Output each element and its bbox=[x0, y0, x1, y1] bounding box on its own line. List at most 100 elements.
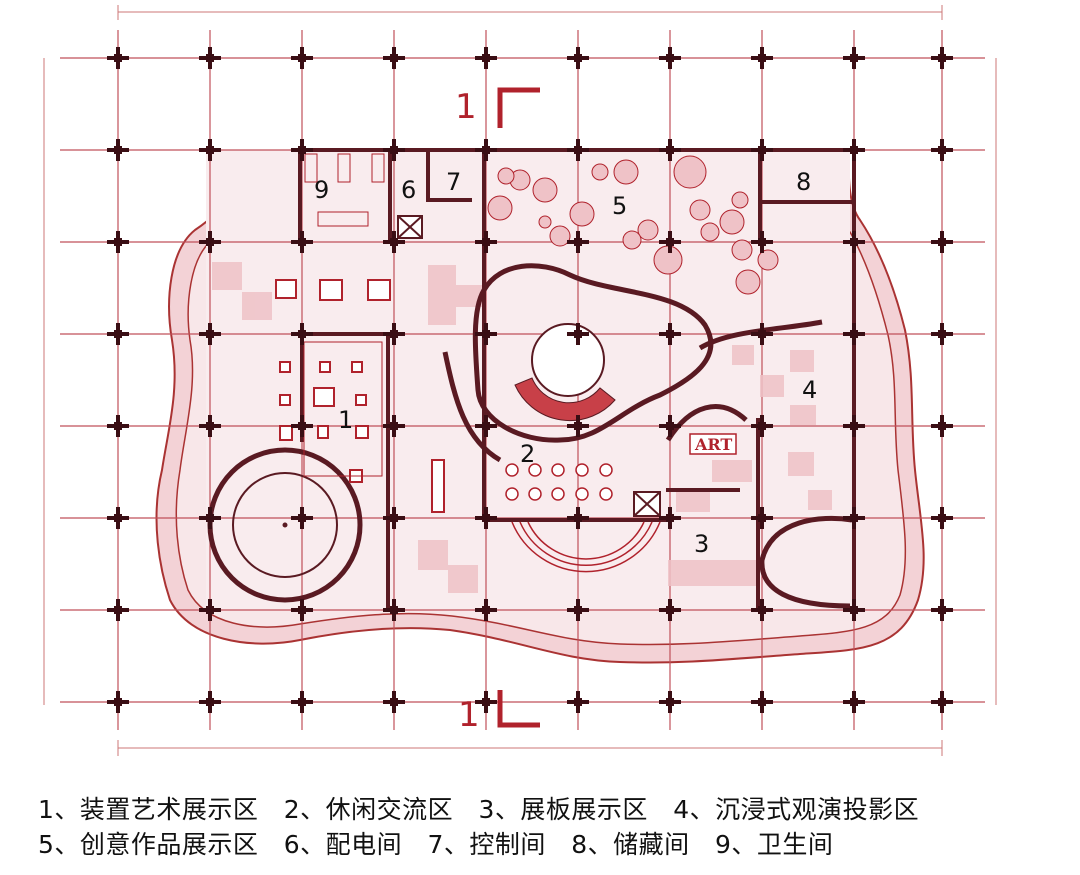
column-core bbox=[390, 330, 398, 338]
column-core bbox=[206, 422, 214, 430]
column-core bbox=[850, 514, 858, 522]
column-core bbox=[938, 698, 946, 706]
column-core bbox=[666, 422, 674, 430]
column-core bbox=[938, 606, 946, 614]
column-core bbox=[114, 698, 122, 706]
column-core bbox=[850, 238, 858, 246]
column-core bbox=[758, 238, 766, 246]
column-core bbox=[758, 54, 766, 62]
column-core bbox=[390, 238, 398, 246]
column-core bbox=[938, 54, 946, 62]
column-core bbox=[850, 698, 858, 706]
column-core bbox=[666, 238, 674, 246]
room-label-9: 9 bbox=[314, 176, 329, 204]
column-core bbox=[938, 238, 946, 246]
column-core bbox=[574, 422, 582, 430]
column-core bbox=[114, 238, 122, 246]
column-core bbox=[758, 422, 766, 430]
column-core bbox=[666, 698, 674, 706]
room-label-3: 3 bbox=[694, 530, 709, 558]
column-core bbox=[390, 698, 398, 706]
room-label-7: 7 bbox=[446, 168, 461, 196]
column-core bbox=[758, 606, 766, 614]
column-core bbox=[482, 606, 490, 614]
column-core bbox=[482, 514, 490, 522]
tree-planting bbox=[487, 155, 779, 295]
room-label-1: 1 bbox=[338, 406, 353, 434]
column-core bbox=[850, 54, 858, 62]
column-core bbox=[206, 238, 214, 246]
room-label-8: 8 bbox=[796, 168, 811, 196]
column-core bbox=[298, 698, 306, 706]
room-label-4: 4 bbox=[802, 376, 817, 404]
round-room-details bbox=[232, 323, 605, 578]
column-core bbox=[482, 146, 490, 154]
column-core bbox=[114, 146, 122, 154]
column-core bbox=[482, 422, 490, 430]
column-core bbox=[114, 54, 122, 62]
columns bbox=[107, 47, 953, 713]
column-core bbox=[390, 146, 398, 154]
room-labels: 1 2 3 4 5 6 7 8 9 bbox=[314, 168, 817, 558]
column-core bbox=[114, 514, 122, 522]
column-core bbox=[114, 330, 122, 338]
column-core bbox=[666, 606, 674, 614]
floor-plan: ART 1 2 3 4 5 6 7 8 9 1 1 bbox=[43, 5, 997, 756]
column-core bbox=[298, 422, 306, 430]
zone-1-frame bbox=[303, 341, 383, 477]
seating-fan bbox=[514, 377, 616, 422]
column-core bbox=[574, 238, 582, 246]
column-core bbox=[298, 146, 306, 154]
room-label-6: 6 bbox=[401, 176, 416, 204]
column-core bbox=[666, 146, 674, 154]
seats bbox=[505, 463, 613, 501]
column-core bbox=[758, 698, 766, 706]
column-core bbox=[482, 54, 490, 62]
section-marks: 1 1 bbox=[455, 87, 540, 735]
section-mark-top: 1 bbox=[455, 87, 477, 127]
column-core bbox=[206, 54, 214, 62]
column-core bbox=[298, 238, 306, 246]
column-core bbox=[206, 330, 214, 338]
legend-line-1: 1、装置艺术展示区 2、休闲交流区 3、展板展示区 4、沉浸式观演投影区 bbox=[38, 795, 920, 824]
column-core bbox=[390, 422, 398, 430]
section-arrow-top bbox=[497, 87, 540, 128]
column-core bbox=[574, 606, 582, 614]
column-core bbox=[206, 698, 214, 706]
column-core bbox=[298, 330, 306, 338]
column-core bbox=[938, 422, 946, 430]
column-core bbox=[574, 146, 582, 154]
column-core bbox=[206, 606, 214, 614]
column-core bbox=[938, 146, 946, 154]
art-sign: ART bbox=[694, 435, 732, 454]
column-core bbox=[298, 606, 306, 614]
column-core bbox=[938, 330, 946, 338]
column-core bbox=[666, 54, 674, 62]
column-core bbox=[850, 146, 858, 154]
column-core bbox=[390, 606, 398, 614]
column-core bbox=[482, 330, 490, 338]
column-core bbox=[390, 514, 398, 522]
column-core bbox=[390, 54, 398, 62]
column-core bbox=[574, 514, 582, 522]
column-core bbox=[482, 238, 490, 246]
column-core bbox=[206, 514, 214, 522]
display-cases bbox=[275, 279, 445, 513]
section-arrow-bottom bbox=[497, 690, 540, 728]
column-core bbox=[114, 606, 122, 614]
column-core bbox=[206, 146, 214, 154]
column-core bbox=[482, 698, 490, 706]
dimension-lines bbox=[43, 5, 997, 756]
equipment-boxes bbox=[397, 215, 661, 517]
column-core bbox=[850, 422, 858, 430]
column-core bbox=[850, 606, 858, 614]
legend-line-2: 5、创意作品展示区 6、配电间 7、控制间 8、储藏间 9、卫生间 bbox=[38, 830, 834, 859]
room-label-5: 5 bbox=[612, 192, 627, 220]
column-core bbox=[666, 330, 674, 338]
column-core bbox=[298, 54, 306, 62]
column-core bbox=[758, 514, 766, 522]
column-core bbox=[574, 330, 582, 338]
art-sign-board bbox=[689, 433, 737, 455]
column-core bbox=[114, 422, 122, 430]
column-core bbox=[298, 514, 306, 522]
